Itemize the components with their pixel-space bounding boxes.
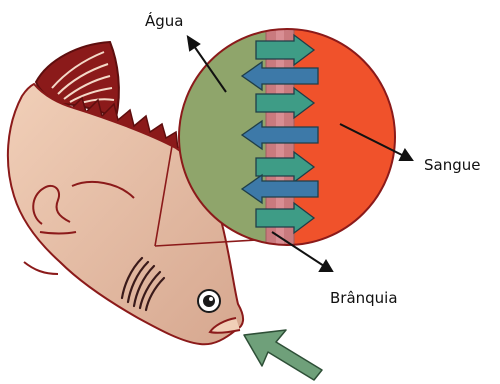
label-water: Água [145, 11, 183, 30]
water-intake-arrow [244, 330, 322, 380]
label-blood: Sangue [424, 156, 480, 174]
fish-eye [198, 290, 220, 312]
label-gill: Brânquia [330, 289, 398, 307]
